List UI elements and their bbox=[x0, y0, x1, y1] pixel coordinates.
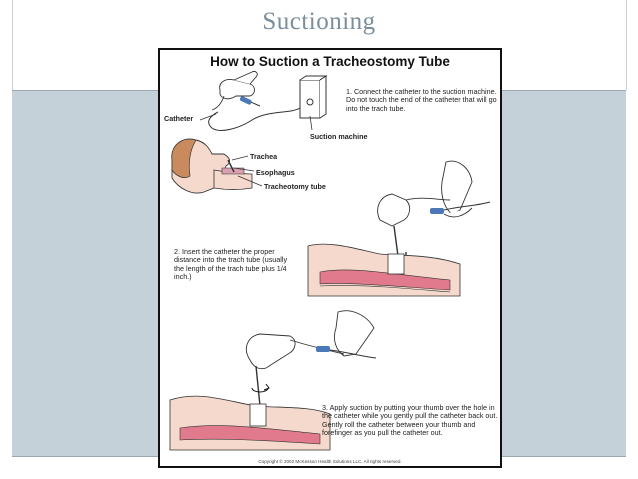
illustration-drawing bbox=[169, 71, 491, 451]
suction-machine-label: Suction machine bbox=[310, 132, 368, 141]
tracheotomy-tube-label: Tracheotomy tube bbox=[264, 182, 326, 191]
head-profile-drawing bbox=[171, 138, 253, 194]
patient-neck-drawing-3 bbox=[169, 395, 331, 451]
catheter-tip bbox=[239, 96, 252, 105]
copyright-text: Copyright © 2002 McKesson Health Solutio… bbox=[258, 459, 402, 464]
hands-inserting-drawing bbox=[377, 160, 473, 227]
figure-title: How to Suction a Tracheostomy Tube bbox=[210, 54, 450, 69]
trachea-label: Trachea bbox=[250, 152, 278, 161]
step-3-text: 3. Apply suction by putting your thumb o… bbox=[322, 403, 498, 438]
illustration-figure: How to Suction a Tracheostomy Tube Cathe… bbox=[158, 48, 502, 468]
catheter-withdraw-drawing bbox=[251, 346, 377, 407]
machine-pointer-line bbox=[309, 115, 313, 131]
left-frame-line bbox=[12, 0, 13, 90]
catheter-label: Catheter bbox=[164, 114, 194, 123]
hand-with-catheter-drawing bbox=[211, 71, 258, 111]
slide-title: Suctioning bbox=[262, 8, 376, 35]
step-2-text: 2. Insert the catheter the proper distan… bbox=[174, 247, 288, 282]
step-1-text: 1. Connect the catheter to the suction m… bbox=[346, 87, 497, 113]
patient-neck-drawing-2 bbox=[307, 243, 461, 297]
esophagus-label: Esophagus bbox=[256, 168, 295, 177]
right-frame-line bbox=[626, 0, 627, 90]
suction-machine-drawing bbox=[299, 75, 328, 119]
head-pointer-lines bbox=[231, 155, 263, 187]
hands-suctioning-drawing bbox=[246, 310, 375, 370]
catheter-tube-drawing bbox=[208, 99, 301, 131]
catheter-pointer-line bbox=[199, 113, 217, 121]
